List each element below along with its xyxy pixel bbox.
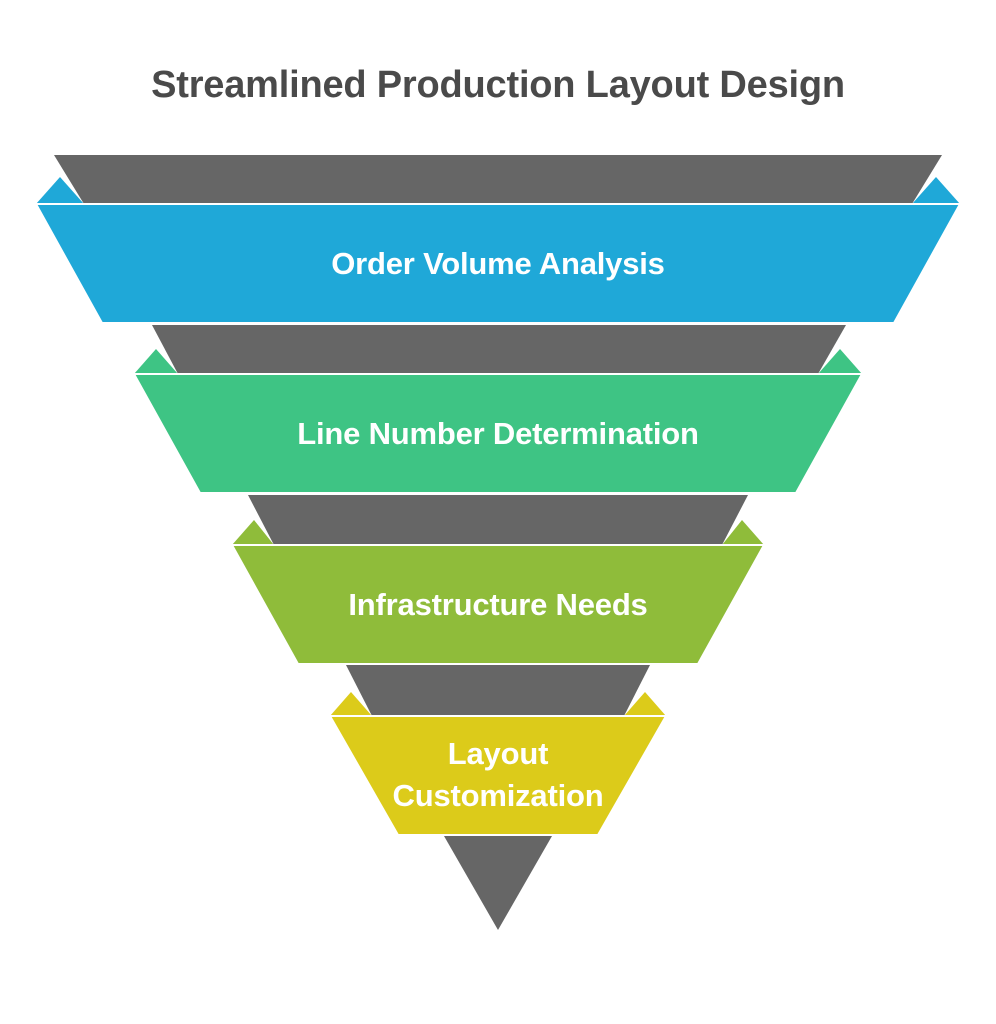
stage-1-label-line-1: Order Volume Analysis [331,246,665,281]
stage-3-label: Infrastructure Needs [0,584,996,626]
diagram-title: Streamlined Production Layout Design [151,64,845,106]
stage-1-fold-left [36,177,84,204]
stage-1-band [34,203,962,324]
stage-4-label-line-2: Customization [392,778,604,813]
stage-2-label: Line Number Determination [0,413,996,455]
stage-3-label-line-1: Infrastructure Needs [348,587,648,622]
stage-2-fold-left [134,349,178,374]
stage-1-fold-right [912,177,960,204]
stage-1-label: Order Volume Analysis [0,243,996,285]
stage-4-label-line-1: Layout [447,736,549,771]
stage-2-fold-right [818,349,862,374]
stage-4-fold-right [624,692,666,716]
stage-2-label-line-1: Line Number Determination [297,416,699,451]
stage-3-fold-right [722,520,764,545]
stage-4-fold-left [330,692,372,716]
funnel-back-band-4 [346,665,650,716]
funnel-back-band-2 [152,325,846,374]
stage-4-label: Layout Customization [0,733,996,817]
funnel-tip [444,836,552,930]
stage-2-band [132,373,864,494]
stage-3-fold-left [232,520,274,545]
stage-4-band [328,715,668,836]
stage-3-band [230,544,766,665]
funnel-back-band-3 [248,495,748,545]
funnel-back-band-1 [54,155,942,204]
